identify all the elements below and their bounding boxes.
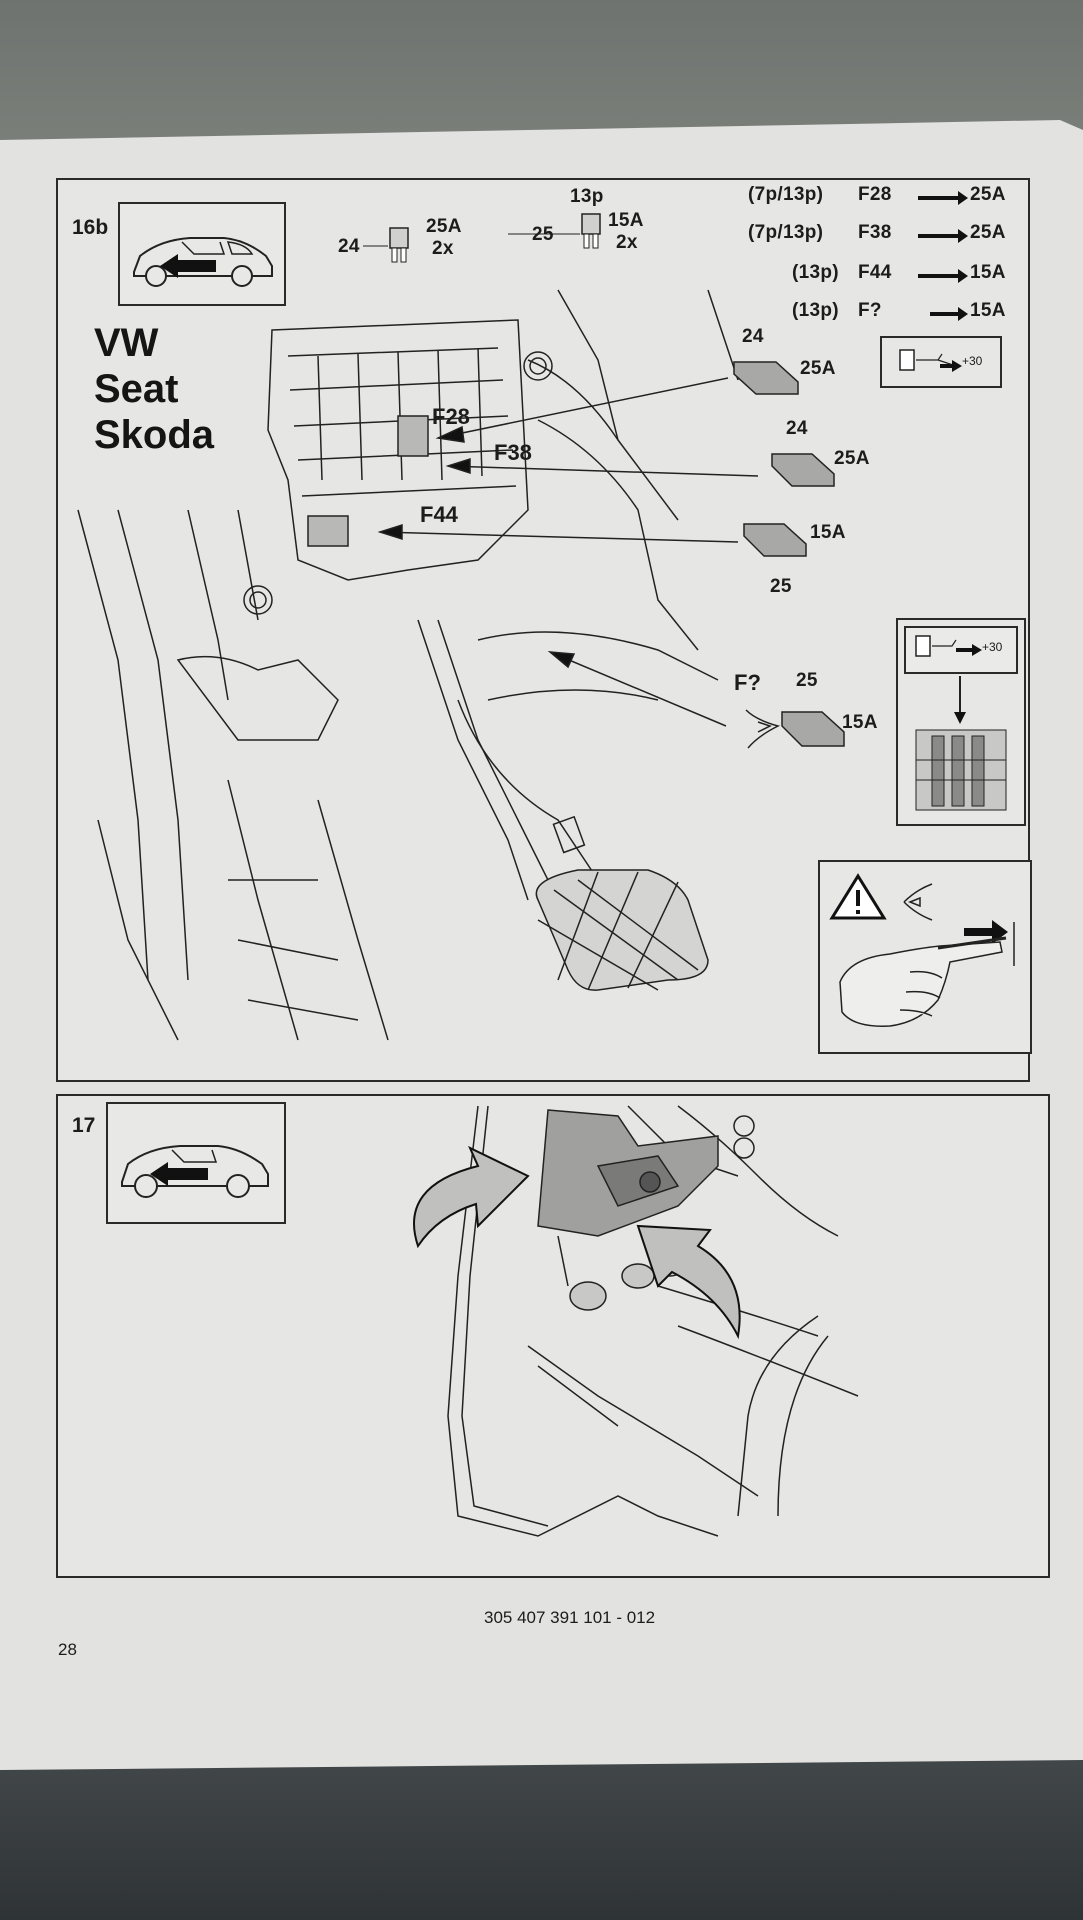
fuse-row-2-prefix: (7p/13p) [748,222,824,243]
callout-4-rating: 15A [842,712,878,733]
car-arrow-icon [121,1145,269,1198]
fuse-icon [581,213,601,249]
callout-1-rating: 25A [800,358,836,379]
plus30-box-lower: +30 [896,618,1026,826]
label-fq: F? [734,670,761,695]
desk-background-bottom [0,1740,1083,1920]
fuse-row-4-fuse: F? [858,300,882,321]
fuse-type-24-qty: 2x [432,238,454,259]
fuse-row-4-rating: 15A [970,300,1006,321]
callout-1-num: 24 [742,326,764,347]
plus30-label-upper: +30 [962,354,983,368]
fuse-row-3-prefix: (13p) [792,262,839,283]
document-code: 305 407 391 101 - 012 [484,1608,656,1627]
fuse-type-25-num: 25 [532,224,554,245]
fuse-icon [899,349,962,372]
fuse-type-25-note: 13p [570,186,604,207]
fuse-row-2-rating: 25A [970,222,1006,243]
fuse-icon [733,361,845,747]
fuse-icon [389,227,409,263]
fuse-box-diagram [77,289,845,1041]
warning-triangle-icon [829,873,887,920]
fuse-row-3-rating: 15A [970,262,1006,283]
brand-seat: Seat [94,367,179,411]
callout-2-num: 24 [786,418,808,439]
step-17-panel: 17 [56,1094,1050,1578]
plus30-box-upper: +30 [880,336,1002,388]
brand-list: VW Seat Skoda [94,320,214,458]
fuse-row-3-fuse: F44 [858,262,892,283]
callout-3-num: 25 [770,576,792,597]
step-16b-panel: 16b VW Seat Skoda 24 25A 2x 13p [56,178,1032,1082]
fuse-slot-detail [915,635,1007,811]
fuse-row-1-prefix: (7p/13p) [748,184,824,205]
fuse-type-24-rating: 25A [426,216,462,237]
label-f38: F38 [494,440,532,465]
vehicle-direction-box [106,1102,286,1224]
brand-vw: VW [94,321,159,365]
fuse-row-1-rating: 25A [970,184,1006,205]
step-number: 16b [72,216,109,239]
eye-icon [745,709,781,749]
fuse-type-24-num: 24 [338,236,360,257]
warning-box [818,860,1032,1054]
fuse-table-arrows [918,191,968,321]
step-number: 17 [72,1114,96,1137]
brand-skoda: Skoda [94,413,215,457]
vehicle-direction-box [118,202,286,306]
pedal-removal-diagram [413,1105,859,1537]
page-number: 28 [58,1640,77,1659]
fuse-row-4-prefix: (13p) [792,300,839,321]
fuse-legend-icons [363,213,601,263]
label-f28: F28 [432,404,470,429]
callout-4-num: 25 [796,670,818,691]
car-arrow-icon [133,237,273,287]
eye-icon [903,883,933,921]
fuse-row-2-fuse: F38 [858,222,892,243]
label-f44: F44 [420,502,458,527]
fuse-type-25-rating: 15A [608,210,644,231]
fuse-type-25-qty: 2x [616,232,638,253]
callout-2-rating: 25A [834,448,870,469]
warning-illustration [829,873,1015,1027]
plus30-label-lower: +30 [982,640,1003,654]
hand-pull-icon [839,936,1007,1027]
callout-3-rating: 15A [810,522,846,543]
fuse-row-1-fuse: F28 [858,184,892,205]
